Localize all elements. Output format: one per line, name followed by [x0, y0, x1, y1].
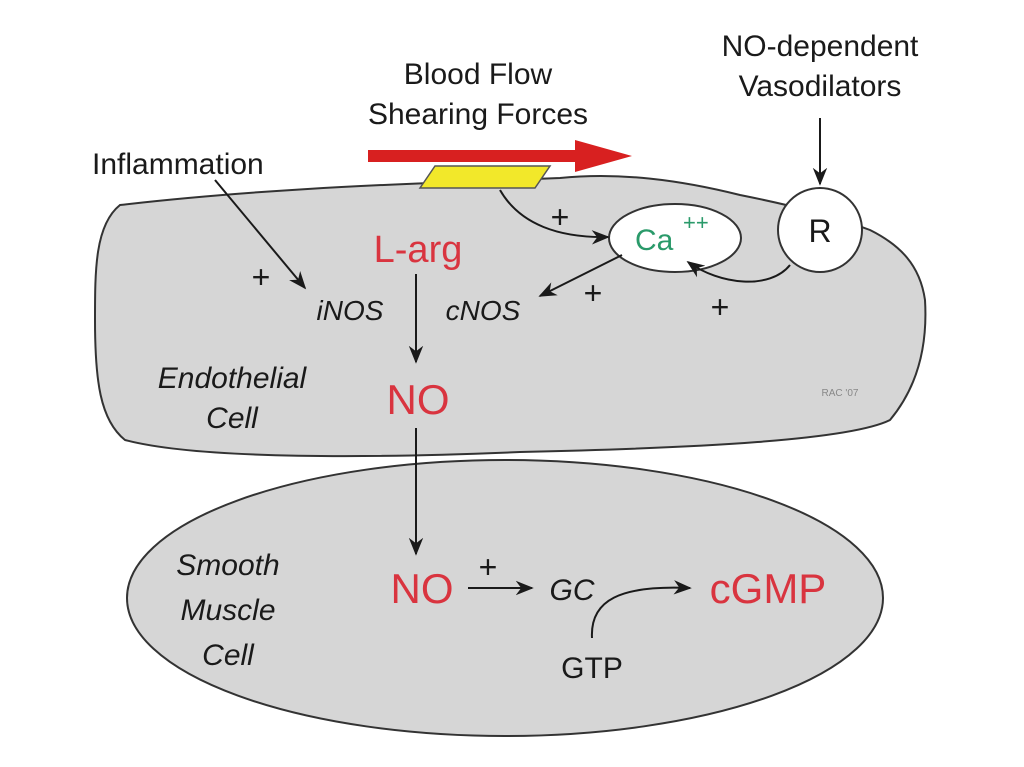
calcium-ellipse	[608, 203, 742, 273]
calcium-label: Ca	[635, 224, 674, 257]
cnos-label: cNOS	[446, 295, 521, 326]
smooth-muscle-label-2: Muscle	[180, 594, 275, 627]
plus-sign-cnos: +	[584, 275, 603, 311]
inflammation-label: Inflammation	[92, 148, 264, 181]
endothelial-no-label: NO	[387, 376, 450, 423]
calcium-to-cnos-arrow	[538, 254, 623, 297]
shearing-forces-label: Shearing Forces	[368, 98, 588, 131]
l-arg-label: L-arg	[374, 229, 463, 271]
vasodilators-label: Vasodilators	[739, 70, 902, 103]
sensor-to-calcium-arrow	[499, 189, 610, 245]
endothelial-cell-label-1: Endothelial	[158, 362, 308, 395]
gtp-to-cgmp-arrow	[590, 580, 692, 639]
gc-label: GC	[550, 574, 595, 607]
gtp-label: GTP	[561, 652, 623, 685]
receptor-label: R	[808, 213, 831, 249]
shear-sensor-icon	[418, 165, 552, 189]
cgmp-label: cGMP	[710, 565, 827, 612]
plus-sign-receptor: +	[711, 289, 730, 325]
inos-label: iNOS	[317, 295, 384, 326]
plus-sign-inos: +	[252, 259, 271, 295]
endothelial-cell-label-2: Cell	[206, 402, 259, 435]
calcium-charge-label: ++	[683, 210, 709, 235]
receptor-circle	[777, 187, 863, 273]
watermark-label: RAC '07	[822, 388, 859, 399]
inflammation-to-inos-arrow	[214, 179, 307, 290]
receptor-to-calcium-arrow	[686, 260, 791, 283]
blood-flow-label: Blood Flow	[404, 58, 553, 91]
smooth-muscle-cell-shape	[126, 459, 884, 737]
plus-sign-gc: +	[479, 549, 498, 585]
blood-flow-arrow-icon	[368, 140, 632, 172]
smooth-muscle-no-label: NO	[391, 565, 454, 612]
plus-sign-sensor: +	[551, 199, 570, 235]
smooth-muscle-label-1: Smooth	[176, 549, 279, 582]
smooth-muscle-label-3: Cell	[202, 639, 255, 672]
no-dependent-label: NO-dependent	[722, 30, 919, 63]
